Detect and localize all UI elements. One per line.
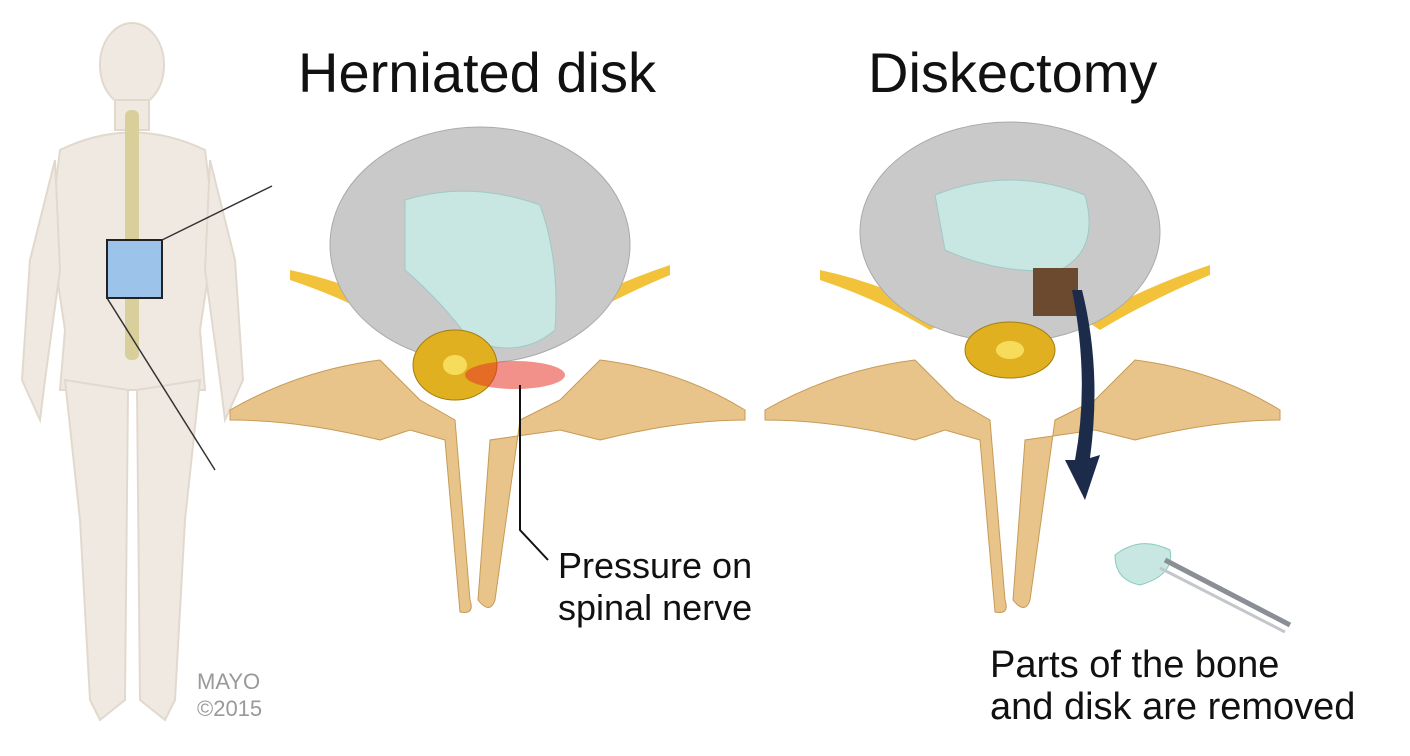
title-diskectomy: Diskectomy xyxy=(868,41,1158,104)
diskectomy-vertebra xyxy=(764,121,1292,634)
spine xyxy=(125,110,139,360)
label-line: spinal nerve xyxy=(558,587,753,628)
highlight-box xyxy=(106,239,163,299)
label-removed: Parts of the bone and disk are removed xyxy=(990,644,1355,728)
label-line: and disk are removed xyxy=(990,686,1356,728)
mayo-credit: MAYO ©2015 xyxy=(197,668,262,722)
herniated-vertebra xyxy=(229,126,746,613)
human-body-figure xyxy=(20,22,245,722)
label-pressure: Pressure on spinal nerve xyxy=(558,545,752,629)
removed-disk-fragment xyxy=(1114,543,1172,586)
label-line: Parts of the bone xyxy=(990,644,1280,686)
title-herniated-disk: Herniated disk xyxy=(298,41,656,104)
pointer-line xyxy=(161,185,273,241)
credit-year: ©2015 xyxy=(197,696,263,721)
label-line: Pressure on xyxy=(558,545,753,586)
credit-brand: MAYO xyxy=(197,669,261,694)
pointer-line xyxy=(106,297,216,471)
removal-arrow xyxy=(1065,290,1100,500)
surgical-instrument xyxy=(1159,557,1292,634)
